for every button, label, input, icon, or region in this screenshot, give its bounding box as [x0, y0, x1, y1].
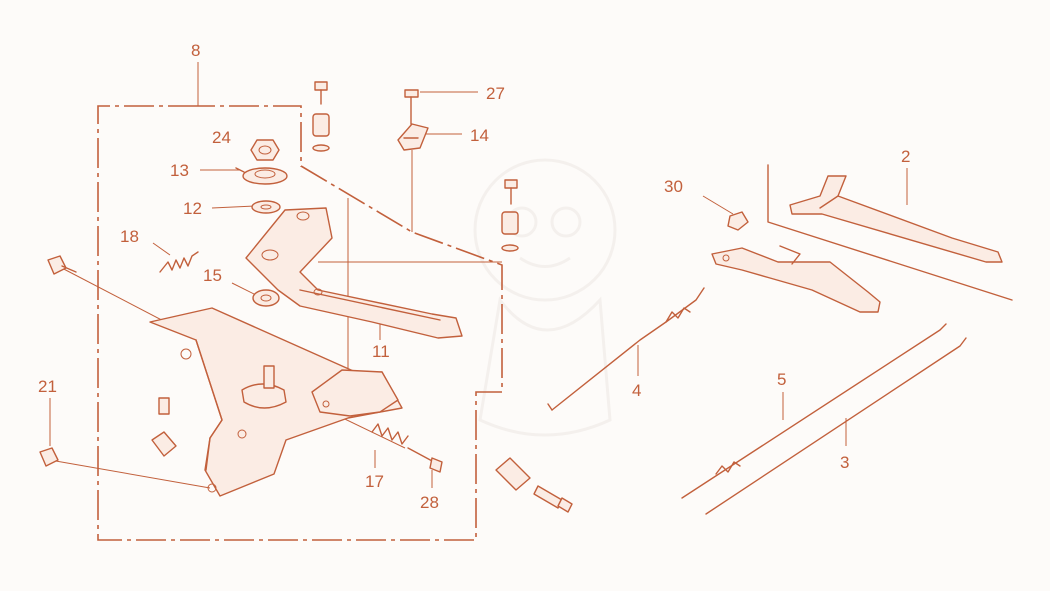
part-8-bracket	[149, 307, 403, 497]
part-12-washer	[251, 200, 281, 214]
part-28-bolt	[407, 447, 443, 473]
callout-8: 8	[191, 41, 200, 60]
part-2-lever	[767, 164, 1013, 301]
callout-17: 17	[365, 472, 384, 491]
callout-30: 30	[664, 177, 683, 196]
part-21-bolt	[39, 447, 59, 467]
callout-18: 18	[120, 227, 139, 246]
part-13-washer	[235, 167, 288, 185]
callout-4: 4	[632, 381, 641, 400]
throttle-bracket	[711, 245, 881, 313]
part-3-rod	[705, 337, 967, 515]
part-24-nut	[250, 139, 280, 161]
assembly-boundary	[97, 105, 503, 541]
callout-15: 15	[203, 266, 222, 285]
part-5-rod	[681, 323, 947, 499]
bottom-sleeve	[495, 457, 531, 491]
callout-2: 2	[901, 147, 910, 166]
part-17-spring	[371, 423, 409, 445]
callout-12: 12	[183, 199, 202, 218]
part-15-washer	[252, 289, 280, 307]
watermark-mascot	[473, 158, 617, 437]
callout-21: 21	[38, 377, 57, 396]
callout-11: 11	[372, 342, 390, 361]
left-pin-sleeve	[151, 397, 177, 457]
callout-5: 5	[777, 370, 786, 389]
part-4-cable	[547, 287, 705, 411]
bottom-bolt	[533, 485, 573, 513]
callout-27: 27	[486, 84, 505, 103]
callout-13: 13	[170, 161, 189, 180]
callout-28: 28	[420, 493, 439, 512]
callout-14: 14	[470, 126, 489, 145]
part-11-control-lever	[245, 207, 463, 339]
callout-24: 24	[212, 128, 231, 147]
part-30-nut	[727, 211, 749, 231]
part-27-bolt	[404, 89, 419, 125]
part-14-clip	[397, 123, 429, 151]
top-bolt-stack	[312, 81, 519, 252]
bolt-upper-left	[47, 255, 77, 275]
callout-3: 3	[840, 453, 849, 472]
part-18-spring	[159, 251, 199, 273]
